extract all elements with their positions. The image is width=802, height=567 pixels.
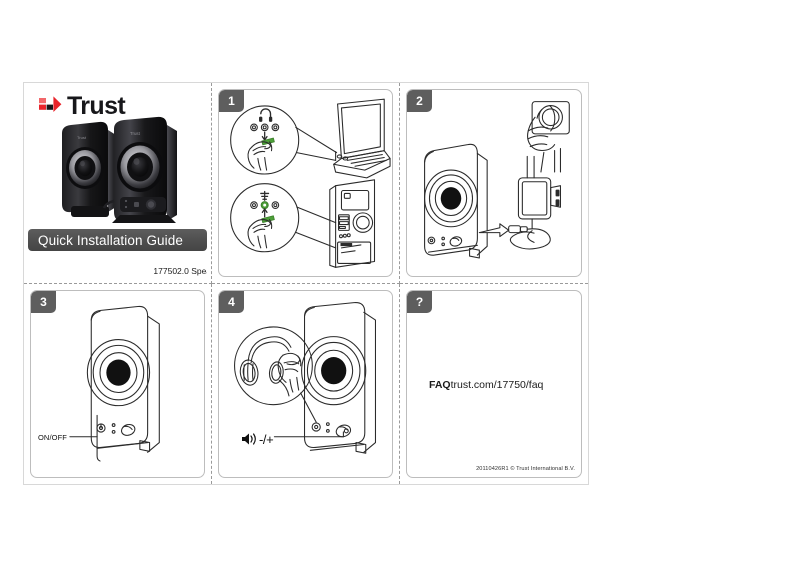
dc-plug-and-cable (508, 225, 551, 250)
svg-text:Trust: Trust (77, 135, 87, 140)
product-photo: Trust Trust (38, 111, 207, 231)
volume-knob (335, 424, 352, 437)
step-4-panel: 4 (218, 289, 393, 478)
copyright-notice: 20110426R1 © Trust International B.V. (476, 466, 575, 472)
faq-label: FAQ (429, 378, 451, 391)
panel-grid: Trust (24, 83, 588, 484)
cell-faq: ? FAQtrust.com/17750/faq 20110426R1 © Tr… (400, 284, 588, 485)
step-badge-3: 3 (31, 290, 56, 313)
volume-label: -/+ (241, 431, 274, 447)
title-ribbon: Quick Installation Guide (28, 229, 207, 251)
faq-panel: ? FAQtrust.com/17750/faq 20110426R1 © Tr… (406, 289, 582, 478)
cell-step-4: 4 (212, 283, 400, 484)
step-4-illustration (234, 301, 377, 454)
step-3-illustration (69, 305, 160, 462)
faq-badge: ? (407, 290, 432, 313)
connect-arrow (478, 223, 510, 238)
headphone-detail (234, 325, 313, 405)
page-title: Quick Installation Guide (38, 232, 183, 248)
hand-inserting-plug (527, 104, 562, 173)
leader-lines (273, 391, 344, 437)
speaker-illustration (424, 143, 488, 259)
onoff-label: ON/OFF (38, 432, 67, 442)
step-2-illustration (424, 101, 570, 259)
onoff-leader-line (69, 414, 101, 462)
cell-step-3: 3 (24, 283, 212, 484)
step-1-illustration (230, 98, 391, 268)
step-3-panel: 3 (30, 289, 205, 478)
speaker-volume-icon (242, 433, 256, 445)
right-speaker: Trust (112, 116, 177, 223)
cover-panel: Trust (28, 87, 207, 279)
laptop-illustration (333, 98, 391, 179)
volume-label-text: -/+ (259, 431, 274, 447)
step-badge-4: 4 (219, 290, 244, 313)
cell-step-2: 2 (400, 83, 588, 284)
installation-guide-sheet: Trust (23, 82, 589, 485)
step-1-panel: 1 (218, 89, 393, 277)
volume-knob (120, 423, 136, 436)
step-2-panel: 2 (406, 89, 582, 277)
trust-logo: Trust (39, 91, 126, 120)
power-adapter (517, 155, 562, 230)
speaker-front-illustration (86, 305, 160, 453)
speaker-set-illustration: Trust Trust (62, 116, 177, 223)
line-out-port-detail (230, 183, 337, 253)
left-speaker: Trust (62, 121, 116, 217)
cell-cover: Trust (24, 83, 212, 284)
faq-link[interactable]: FAQtrust.com/17750/faq (429, 379, 543, 391)
step-badge-2: 2 (407, 90, 432, 112)
speaker-front-illustration (301, 301, 377, 454)
trust-arrow-icon (39, 96, 62, 112)
faq-url: trust.com/17750/faq (450, 378, 544, 391)
wall-socket (531, 101, 570, 135)
headphone-port-detail (230, 105, 338, 175)
svg-text:Trust: Trust (130, 131, 141, 136)
trust-wordmark: Trust (67, 91, 126, 120)
model-code: 177502.0 Speaker Set (153, 266, 207, 276)
cell-step-1: 1 (212, 83, 400, 284)
step-badge-1: 1 (219, 90, 244, 112)
desktop-tower-illustration (329, 179, 376, 268)
